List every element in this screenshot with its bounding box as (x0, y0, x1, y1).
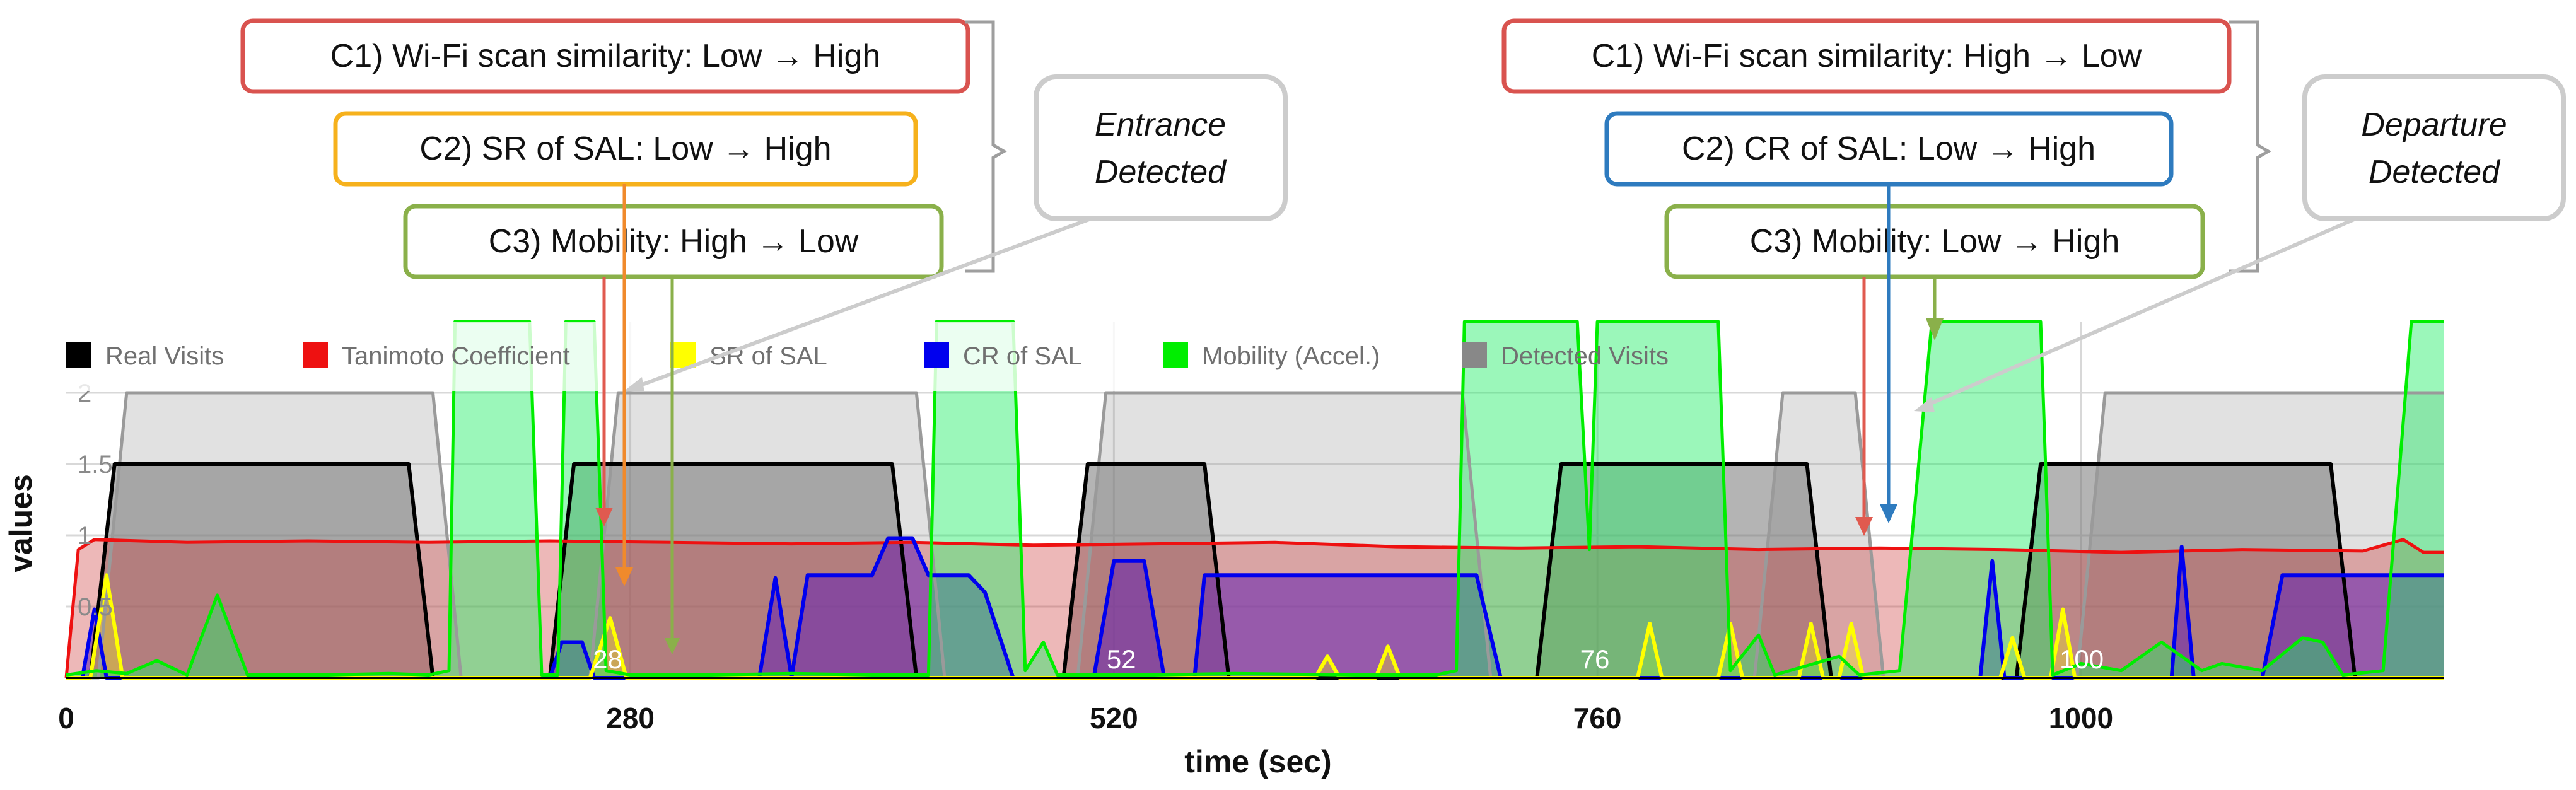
entrance-c2-arrowhead (615, 567, 633, 586)
x-tick-label: 280 (606, 702, 655, 735)
y-tick-label: 0.5 (78, 593, 113, 621)
entrance-annotation: C1) Wi-Fi scan similarity: Low → High C2… (240, 18, 1288, 654)
visit-marker-label: 76 (1580, 644, 1610, 674)
x-axis-title: time (sec) (1184, 744, 1331, 779)
line-detected-visits (66, 391, 2444, 680)
line-real-visits (66, 462, 2444, 680)
line-tanimoto-coefficient (64, 538, 2444, 678)
legend: Real Visits Tanimoto Coefficient SR of SAL… (66, 342, 1669, 370)
departure-c3-label: C3) Mobility: Low → High (1750, 223, 2120, 260)
departure-c1-arrowhead (1855, 517, 1873, 536)
departure-callout-line1: Departure (2361, 107, 2507, 143)
entrance-callout-line1: Entrance (1095, 107, 1226, 143)
legend-swatch (303, 342, 328, 368)
entrance-c1-label: C1) Wi-Fi scan similarity: Low → High (330, 38, 881, 74)
entrance-c3-label: C3) Mobility: High → Low (489, 223, 859, 260)
entrance-callout-pointer (632, 216, 1095, 390)
legend-swatch (670, 342, 696, 368)
legend-swatch (66, 342, 91, 368)
x-tick-label: 520 (1090, 702, 1138, 735)
entrance-c3-arrowhead (665, 638, 680, 654)
departure-callout-pointer-head (1914, 397, 1935, 412)
departure-callout-line2: Detected (2369, 154, 2501, 190)
y-axis-title: values (3, 474, 38, 572)
visit-marker-label: 28 (593, 644, 622, 674)
departure-c2-arrowhead (1880, 504, 1897, 523)
entrance-c3-box (403, 204, 944, 279)
departure-annotation: C1) Wi-Fi scan similarity: High → Low C2… (1501, 18, 2566, 536)
entrance-brace (965, 20, 1007, 273)
legend-label: Mobility (Accel.) (1202, 342, 1380, 370)
x-tick-label: 0 (58, 702, 74, 735)
legend-swatch (1163, 342, 1188, 368)
entrance-c1-arrowhead (595, 508, 613, 526)
visit-marker-label: 100 (2060, 644, 2104, 674)
entrance-c2-label: C2) SR of SAL: Low → High (419, 131, 831, 167)
legend-label: Real Visits (105, 342, 224, 370)
entrance-callout-line2: Detected (1095, 154, 1227, 190)
departure-c3-box (1664, 204, 2205, 279)
departure-c1-label: C1) Wi-Fi scan similarity: High → Low (1592, 38, 2142, 74)
visit-markers: 28 52 76 100 (593, 644, 2104, 674)
visit-marker-label: 52 (1107, 644, 1136, 674)
legend-swatch (1462, 342, 1487, 368)
legend-label: Detected Visits (1501, 342, 1669, 370)
departure-brace (2229, 20, 2271, 273)
area-real-visits (66, 464, 2444, 678)
entrance-c1-box (240, 18, 970, 94)
line-mobility-accel (66, 320, 2444, 677)
area-sr-of-sal (66, 575, 2444, 678)
departure-callout-pointer (1922, 216, 2360, 409)
y-tick-label: 1 (78, 522, 91, 550)
x-tick-labels: 0 280 520 760 1000 (58, 702, 2113, 735)
legend-background (66, 322, 1457, 391)
departure-c1-box (1501, 18, 2232, 94)
series-areas (66, 322, 2444, 678)
y-tick-label: 1.5 (78, 451, 113, 479)
area-cr-of-sal (66, 538, 2444, 678)
entrance-callout-pointer-head (624, 377, 644, 392)
x-tick-label: 1000 (2049, 702, 2113, 735)
legend-label: SR of SAL (709, 342, 827, 370)
x-tick-label: 760 (1573, 702, 1622, 735)
legend-label: Tanimoto Coefficient (342, 342, 570, 370)
departure-callout-box (2302, 74, 2566, 221)
legend-label: CR of SAL (963, 342, 1082, 370)
entrance-callout-box (1034, 74, 1288, 221)
legend-swatch (924, 342, 949, 368)
departure-c3-arrowhead (1926, 318, 1944, 340)
departure-c2-label: C2) CR of SAL: Low → High (1682, 131, 2095, 167)
area-mobility-accel (66, 322, 2444, 678)
